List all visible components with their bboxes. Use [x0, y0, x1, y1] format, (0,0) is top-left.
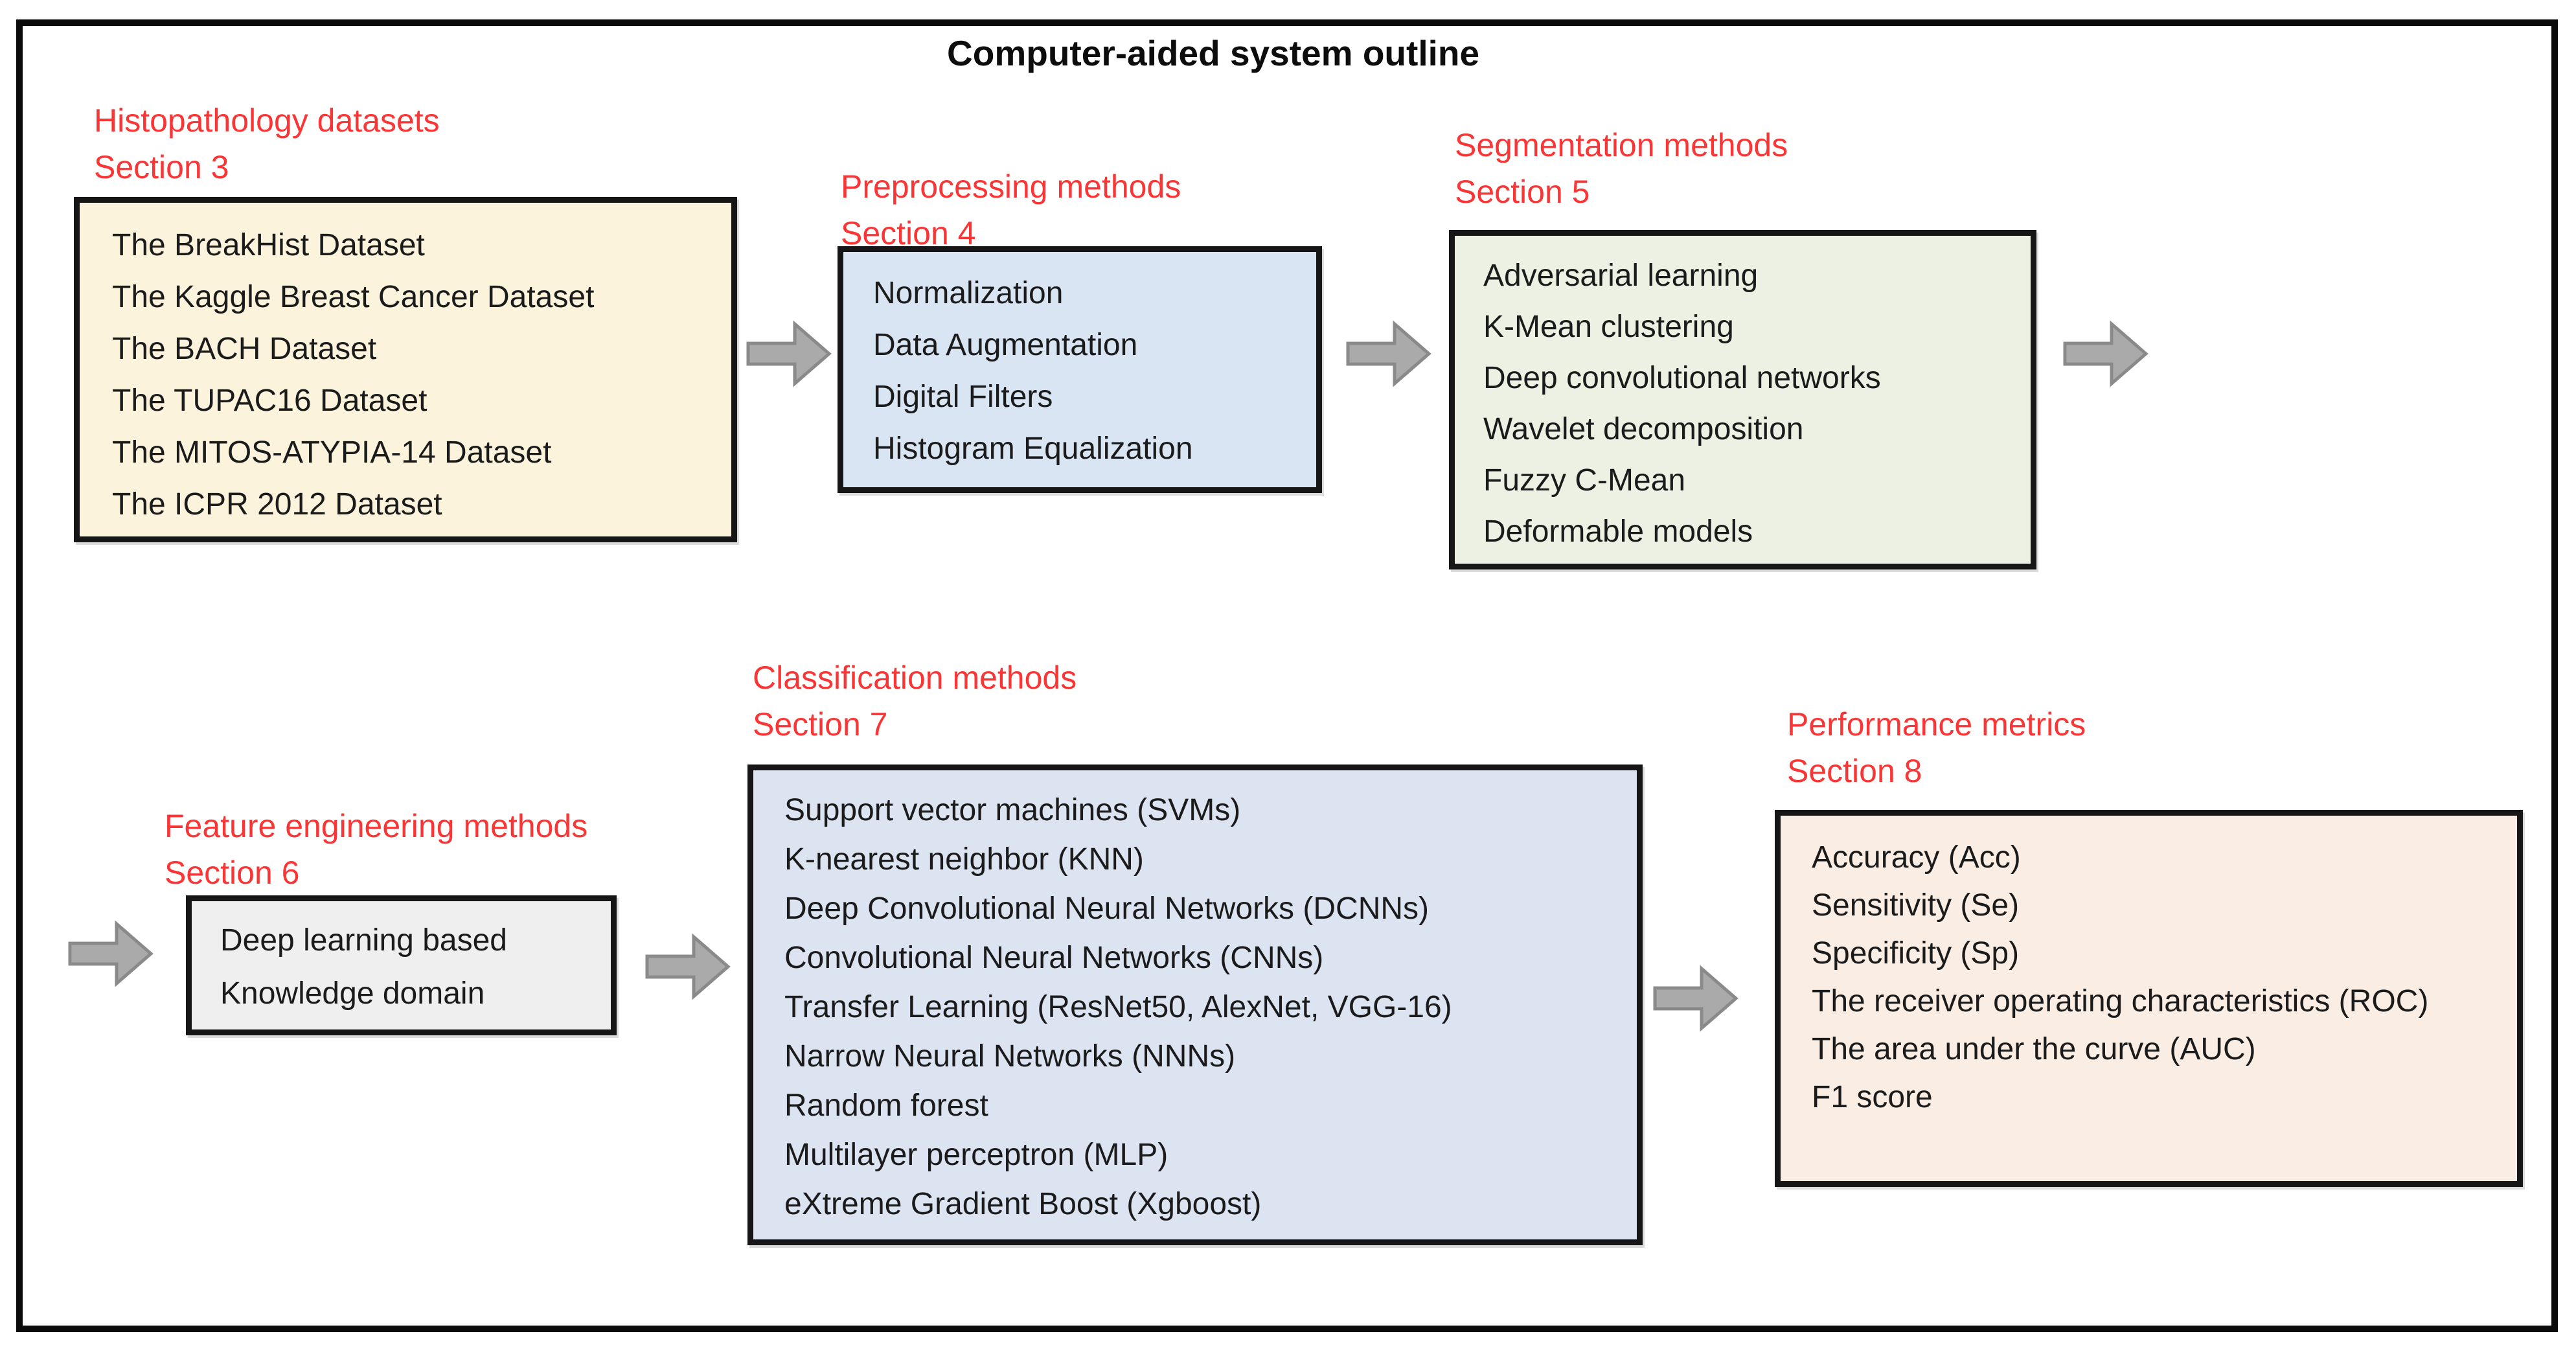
box-item: The ICPR 2012 Dataset: [112, 487, 442, 522]
group-title: Segmentation methods: [1455, 127, 1788, 163]
box-item: Multilayer perceptron (MLP): [784, 1138, 1168, 1172]
box-item: K-nearest neighbor (KNN): [784, 842, 1144, 877]
box-item: Deep convolutional networks: [1483, 361, 1881, 395]
group-title: Performance metrics: [1787, 706, 2086, 742]
group-title: Preprocessing methods: [841, 168, 1181, 205]
section-ref: Section 4: [841, 215, 976, 251]
diagram-title: Computer-aided system outline: [947, 33, 1480, 73]
section-ref: Section 5: [1455, 174, 1590, 210]
box-item: F1 score: [1812, 1080, 1933, 1114]
box-item: The area under the curve (AUC): [1812, 1032, 2256, 1066]
box-item: eXtreme Gradient Boost (Xgboost): [784, 1187, 1262, 1221]
flow-arrow-icon: [68, 920, 154, 987]
box-item: Sensitivity (Se): [1812, 888, 2020, 923]
flow-arrow-icon: [2063, 320, 2149, 387]
box-item: Normalization: [873, 276, 1064, 310]
group-label-preprocessing: Preprocessing methods Section 4: [841, 163, 1181, 257]
section-ref: Section 7: [753, 706, 888, 742]
flow-arrow-icon: [1653, 965, 1738, 1032]
box-item: Accuracy (Acc): [1812, 840, 2021, 875]
box-item: The Kaggle Breast Cancer Dataset: [112, 280, 595, 314]
group-label-classification: Classification methods Section 7: [753, 654, 1077, 748]
flow-arrow-icon: [645, 933, 731, 1000]
box-item: The TUPAC16 Dataset: [112, 384, 427, 418]
group-label-histopathology: Histopathology datasets Section 3: [94, 97, 440, 190]
box-item: Digital Filters: [873, 380, 1053, 414]
box-item: Deformable models: [1483, 514, 1753, 549]
section-ref: Section 8: [1787, 753, 1922, 789]
box-item: Narrow Neural Networks (NNNs): [784, 1039, 1236, 1074]
box-item: The BreakHist Dataset: [112, 228, 425, 262]
box-item: Convolutional Neural Networks (CNNs): [784, 941, 1324, 975]
box-item: Deep learning based: [220, 923, 507, 958]
box-item: Histogram Equalization: [873, 431, 1193, 466]
box-item: Fuzzy C-Mean: [1483, 463, 1686, 498]
box-item: Random forest: [784, 1088, 988, 1123]
group-title: Classification methods: [753, 660, 1077, 696]
flow-arrow-icon: [746, 320, 832, 387]
box-item: Deep Convolutional Neural Networks (DCNN…: [784, 891, 1430, 926]
box-item: Wavelet decomposition: [1483, 412, 1804, 446]
group-label-feature-engineering: Feature engineering methods Section 6: [165, 803, 587, 896]
box-item: Adversarial learning: [1483, 259, 1759, 293]
box-item: Data Augmentation: [873, 328, 1138, 362]
box-item: The MITOS-ATYPIA-14 Dataset: [112, 435, 552, 470]
group-label-performance-metrics: Performance metrics Section 8: [1787, 701, 2086, 794]
box-item: Knowledge domain: [220, 976, 485, 1011]
box-item-list: Support vector machines (SVMs) K-nearest …: [753, 770, 1637, 1229]
flow-arrow-icon: [1346, 320, 1431, 387]
box-item: Transfer Learning (ResNet50, AlexNet, VG…: [784, 990, 1452, 1024]
box-classification-methods: Support vector machines (SVMs) K-nearest …: [747, 764, 1643, 1245]
box-item: K-Mean clustering: [1483, 310, 1734, 344]
group-label-segmentation: Segmentation methods Section 5: [1455, 122, 1788, 215]
box-item: Support vector machines (SVMs): [784, 793, 1241, 827]
box-item: Specificity (Sp): [1812, 936, 2020, 971]
box-item: The BACH Dataset: [112, 332, 377, 366]
box-performance-metrics: Accuracy (Acc) Sensitivity (Se) Specificit…: [1775, 810, 2523, 1187]
box-item: The receiver operating characteristics (…: [1812, 984, 2429, 1018]
group-title: Feature engineering methods: [165, 808, 588, 844]
box-item-list: Accuracy (Acc) Sensitivity (Se) Specificit…: [1781, 816, 2517, 1121]
section-ref: Section 3: [94, 149, 229, 185]
group-title: Histopathology datasets: [94, 102, 440, 139]
section-ref: Section 6: [165, 855, 300, 891]
